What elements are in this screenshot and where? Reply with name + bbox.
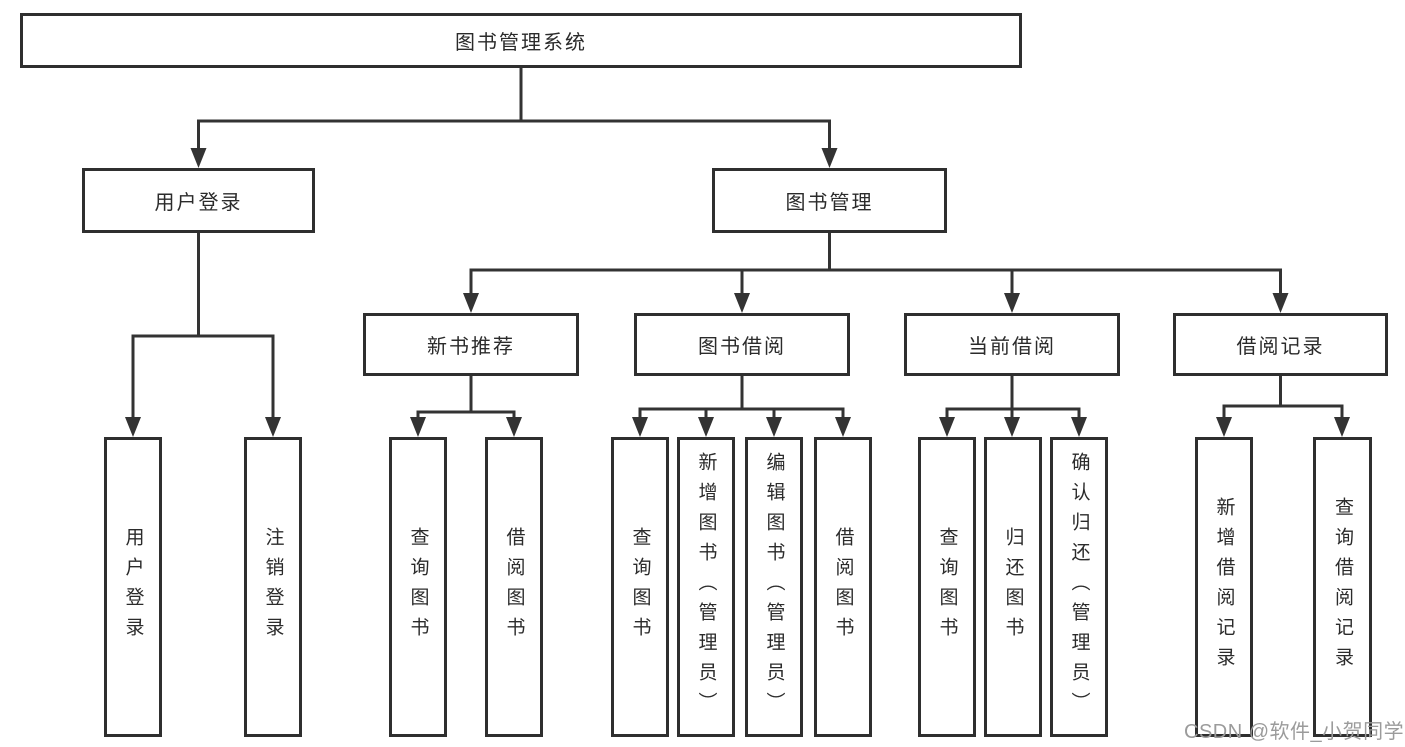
arrowhead-icon [265, 417, 281, 437]
node-leaf-query-books-3-label: 查询图书 [936, 527, 958, 647]
node-leaf-add-book-admin-label: 新增图书（管理员） [695, 452, 717, 722]
node-leaf-edit-book-admin: 编辑图书（管理员） [745, 437, 803, 737]
connector-line [945, 376, 1081, 419]
node-leaf-logout: 注销登录 [244, 437, 302, 737]
connector-line [1222, 376, 1344, 419]
node-book-mgmt-label: 图书管理 [785, 192, 874, 214]
node-leaf-add-borrow-record: 新增借阅记录 [1195, 437, 1253, 737]
node-leaf-return-book-label: 归还图书 [1002, 527, 1024, 647]
arrowhead-icon [632, 417, 648, 437]
node-borrow-records-label: 借阅记录 [1236, 336, 1325, 358]
node-system-label: 图书管理系统 [455, 32, 587, 54]
node-book-borrow: 图书借阅 [634, 313, 850, 376]
arrowhead-icon [1004, 417, 1020, 437]
node-current-borrow-label: 当前借阅 [968, 336, 1056, 358]
node-leaf-borrow-books-2-label: 借阅图书 [832, 527, 854, 647]
arrowhead-icon [1004, 293, 1020, 313]
node-leaf-query-borrow-record: 查询借阅记录 [1313, 437, 1372, 737]
node-book-mgmt: 图书管理 [712, 168, 947, 233]
node-current-borrow: 当前借阅 [904, 313, 1120, 376]
node-leaf-user-login-label: 用户登录 [122, 527, 144, 647]
node-system: 图书管理系统 [20, 13, 1022, 68]
arrowhead-icon [1071, 417, 1087, 437]
node-leaf-add-book-admin: 新增图书（管理员） [677, 437, 735, 737]
arrowhead-icon [190, 148, 207, 168]
node-leaf-query-books-1: 查询图书 [389, 437, 447, 737]
arrowhead-icon [1272, 293, 1289, 313]
node-leaf-borrow-books-2: 借阅图书 [814, 437, 872, 737]
node-leaf-add-borrow-record-label: 新增借阅记录 [1213, 497, 1235, 677]
node-leaf-query-books-3: 查询图书 [918, 437, 976, 737]
node-leaf-borrow-books-1-label: 借阅图书 [503, 527, 525, 647]
arrowhead-icon [506, 417, 522, 437]
arrowhead-icon [766, 417, 782, 437]
node-leaf-confirm-return-admin-label: 确认归还（管理员） [1068, 452, 1090, 722]
arrowhead-icon [821, 148, 838, 168]
connector-line [469, 233, 1282, 295]
node-leaf-query-books-1-label: 查询图书 [407, 527, 429, 647]
node-leaf-query-books-2: 查询图书 [611, 437, 669, 737]
node-leaf-return-book: 归还图书 [984, 437, 1042, 737]
arrowhead-icon [410, 417, 426, 437]
arrowhead-icon [698, 417, 714, 437]
node-leaf-query-borrow-record-label: 查询借阅记录 [1332, 497, 1353, 677]
node-user-login: 用户登录 [82, 168, 315, 233]
node-book-borrow-label: 图书借阅 [698, 336, 786, 358]
node-new-book-rec: 新书推荐 [363, 313, 579, 376]
connector-line [197, 68, 831, 150]
node-new-book-rec-label: 新书推荐 [427, 336, 515, 358]
connector-line [416, 376, 516, 419]
node-leaf-borrow-books-1: 借阅图书 [485, 437, 543, 737]
node-leaf-logout-label: 注销登录 [262, 527, 284, 647]
node-leaf-query-books-2-label: 查询图书 [629, 527, 651, 647]
connector-line [131, 233, 275, 419]
arrowhead-icon [125, 417, 141, 437]
arrowhead-icon [1216, 417, 1232, 437]
node-borrow-records: 借阅记录 [1173, 313, 1388, 376]
watermark: CSDN @软件_小贺同学 [1184, 721, 1405, 743]
arrowhead-icon [1334, 417, 1350, 437]
connector-line [638, 376, 845, 419]
arrowhead-icon [734, 293, 750, 313]
node-user-login-label: 用户登录 [154, 192, 243, 214]
node-leaf-user-login: 用户登录 [104, 437, 162, 737]
arrowhead-icon [835, 417, 851, 437]
node-leaf-edit-book-admin-label: 编辑图书（管理员） [763, 452, 785, 722]
arrowhead-icon [939, 417, 955, 437]
arrowhead-icon [463, 293, 479, 313]
node-leaf-confirm-return-admin: 确认归还（管理员） [1050, 437, 1108, 737]
